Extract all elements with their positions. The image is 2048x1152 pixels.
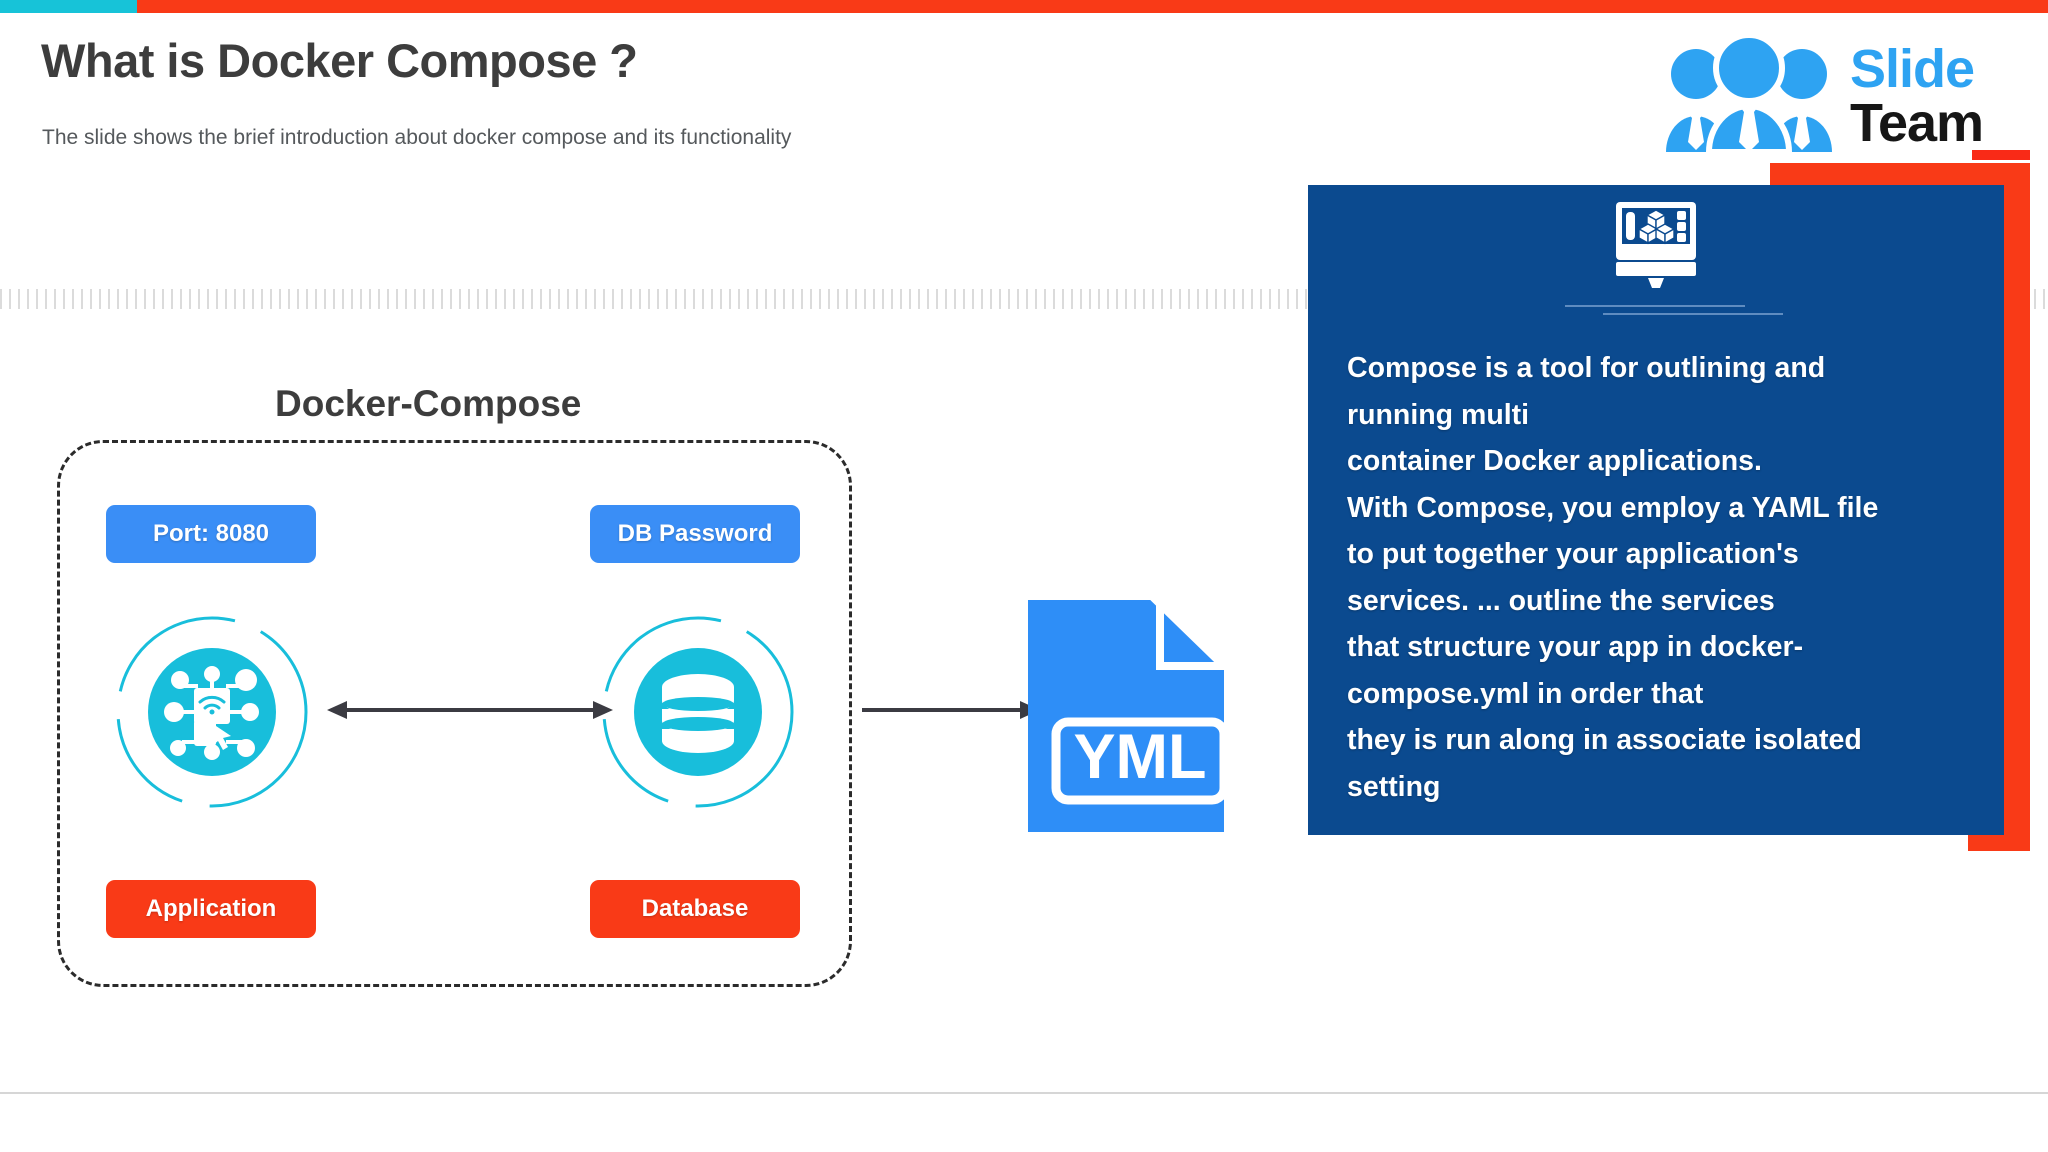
panel-line: setting xyxy=(1347,770,1441,803)
server-containers-monitor-icon xyxy=(1616,202,1696,288)
info-panel xyxy=(1308,185,2004,835)
database-cylinder-icon xyxy=(602,616,794,808)
panel-line: running multi xyxy=(1347,398,1530,431)
top-accent-bar xyxy=(0,0,2048,13)
panel-line: container Docker applications. xyxy=(1347,445,1762,477)
panel-line: compose.yml in order that xyxy=(1347,677,1704,710)
panel-divider-lower xyxy=(1603,313,1783,315)
panel-line: they is run along in associate isolated xyxy=(1347,724,1862,756)
footer-divider xyxy=(0,1092,2048,1094)
panel-line: With Compose, you employ a YAML file xyxy=(1347,491,1879,524)
yml-file-icon: YML xyxy=(1028,600,1224,832)
top-accent-red-segment xyxy=(137,0,2048,13)
logo-text-team: Team xyxy=(1850,93,1984,153)
panel-red-accent-top xyxy=(1770,163,2030,185)
db-password-pill: DB Password xyxy=(590,505,800,563)
diagram-title: Docker-Compose xyxy=(275,383,582,424)
right-arrow-icon xyxy=(862,701,1040,719)
panel-line: that structure your app in docker- xyxy=(1347,631,1804,663)
page-subtitle: The slide shows the brief introduction a… xyxy=(42,126,792,149)
database-pill: Database xyxy=(590,880,800,938)
bidirectional-arrow-icon xyxy=(327,701,613,719)
port-pill: Port: 8080 xyxy=(106,505,316,563)
panel-divider-upper xyxy=(1565,305,1745,307)
logo-red-accent xyxy=(1972,150,2030,160)
slideteam-logo: Slide Team xyxy=(1660,20,2032,160)
three-people-icon xyxy=(1666,34,1832,152)
top-accent-cyan-segment xyxy=(0,0,137,13)
logo-text-slide: Slide xyxy=(1850,39,1975,99)
panel-body-text: Compose is a tool for outlining and runn… xyxy=(1347,345,1997,810)
docker-compose-dashed-container xyxy=(57,440,852,987)
panel-line: Compose is a tool for outlining and xyxy=(1347,352,1826,384)
panel-line: to put together your application's xyxy=(1347,538,1799,570)
panel-line: services. ... outline the services xyxy=(1347,584,1775,617)
yml-file-label: YML xyxy=(1074,722,1207,792)
application-network-icon xyxy=(116,616,308,808)
page-title: What is Docker Compose ? xyxy=(41,34,638,87)
application-pill: Application xyxy=(106,880,316,938)
